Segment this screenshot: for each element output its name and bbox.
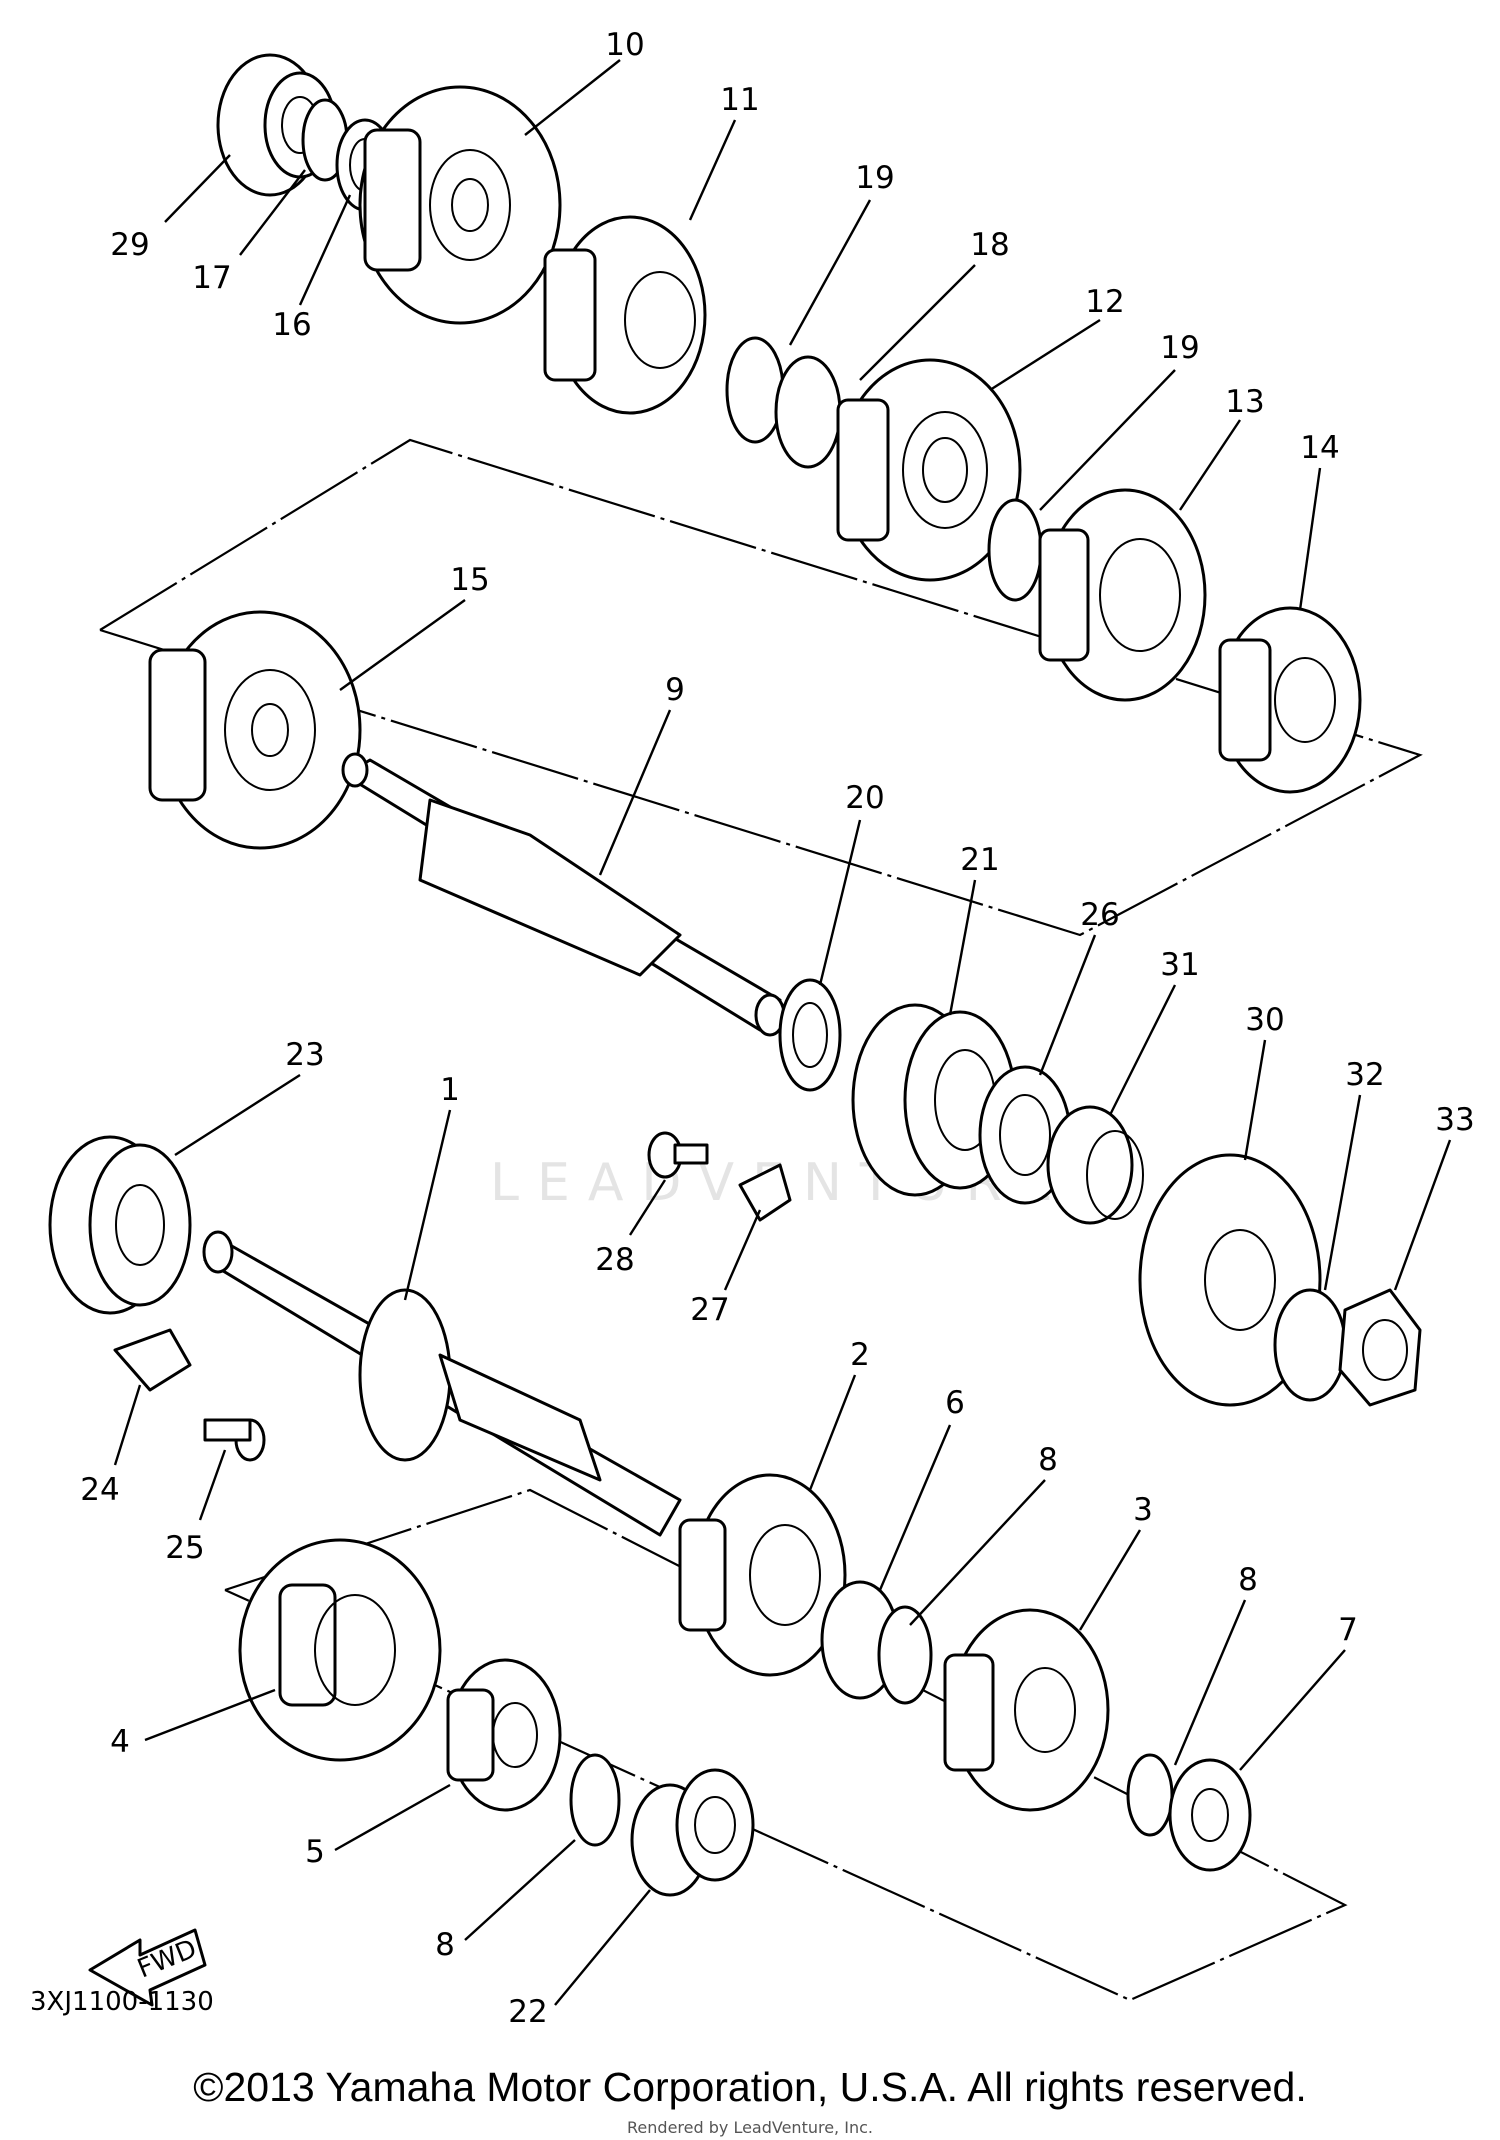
callout-label: 11 — [720, 82, 759, 118]
callout-label: 9 — [665, 672, 685, 708]
callout-label: 15 — [450, 562, 489, 598]
callout-label: 3 — [1133, 1492, 1153, 1528]
callout-label: 19 — [1160, 330, 1199, 366]
callout-label: 21 — [960, 842, 999, 878]
callout-label: 2 — [850, 1337, 870, 1373]
callout-label: 19 — [855, 160, 894, 196]
bearing-23 — [48, 1135, 192, 1315]
callout-label: 29 — [110, 227, 149, 263]
screw-28 — [647, 1131, 709, 1179]
bearing-22 — [630, 1768, 755, 1897]
callout-label: 22 — [508, 1994, 547, 2030]
gear-14 — [1218, 606, 1362, 794]
gear-13 — [1038, 488, 1207, 702]
callouts: 10 11 19 18 12 19 13 14 29 17 16 15 9 20… — [80, 27, 1474, 2030]
callout-label: 12 — [1085, 284, 1124, 320]
callout-label: 30 — [1245, 1002, 1284, 1038]
diagram-code: 3XJ1100-1130 — [30, 1987, 214, 2017]
circlip-19a — [725, 336, 785, 444]
callout-label: 13 — [1225, 384, 1264, 420]
circlip-8c — [569, 1753, 621, 1847]
nut-33 — [1338, 1288, 1422, 1407]
callout-label: 18 — [970, 227, 1009, 263]
gear-5 — [446, 1658, 562, 1812]
callout-label: 17 — [192, 260, 231, 296]
callout-label: 31 — [1160, 947, 1199, 983]
callout-label: 27 — [690, 1292, 729, 1328]
circlip-19b — [987, 498, 1043, 602]
gear-4 — [238, 1538, 442, 1762]
upper-group-outline — [99, 438, 1423, 937]
drive-axle-1 — [202, 1230, 682, 1537]
gear-2 — [678, 1473, 847, 1677]
plate-7 — [1168, 1758, 1252, 1872]
callout-label: 24 — [80, 1472, 119, 1508]
gear-10 — [358, 85, 562, 325]
callout-label: 4 — [110, 1724, 130, 1760]
callout-label: 32 — [1345, 1057, 1384, 1093]
collar-31 — [1046, 1105, 1144, 1225]
gear-12 — [836, 358, 1022, 582]
callout-label: 28 — [595, 1242, 634, 1278]
callout-label: 10 — [605, 27, 644, 63]
circlip-8a — [877, 1605, 933, 1705]
callout-label: 1 — [440, 1072, 460, 1108]
callout-label: 25 — [165, 1530, 204, 1566]
callout-label: 23 — [285, 1037, 324, 1073]
lock-washer-32 — [1273, 1288, 1347, 1402]
gear-11 — [543, 215, 707, 415]
main-axle-9 — [341, 752, 786, 1037]
callout-label: 8 — [435, 1927, 455, 1963]
render-note: Rendered by LeadVenture, Inc. — [627, 2118, 873, 2137]
lower-group-outline — [224, 1488, 1348, 2002]
gear-15 — [148, 610, 362, 850]
washer-20 — [778, 978, 842, 1092]
plate-27 — [738, 1163, 792, 1222]
washer-18 — [774, 355, 842, 469]
callout-label: 5 — [305, 1834, 325, 1870]
gear-3 — [943, 1608, 1110, 1812]
callout-label: 8 — [1238, 1562, 1258, 1598]
callout-label: 14 — [1300, 430, 1339, 466]
circlip-8b — [1126, 1753, 1174, 1837]
plate-24 — [113, 1328, 192, 1392]
copyright-notice: ©2013 Yamaha Motor Corporation, U.S.A. A… — [193, 2064, 1307, 2110]
callout-label: 8 — [1038, 1442, 1058, 1478]
callout-label: 7 — [1338, 1612, 1358, 1648]
callout-label: 33 — [1435, 1102, 1474, 1138]
screw-25 — [203, 1418, 266, 1462]
callout-label: 20 — [845, 780, 884, 816]
callout-label: 26 — [1080, 897, 1119, 933]
callout-label: 16 — [272, 307, 311, 343]
callout-label: 6 — [945, 1385, 965, 1421]
